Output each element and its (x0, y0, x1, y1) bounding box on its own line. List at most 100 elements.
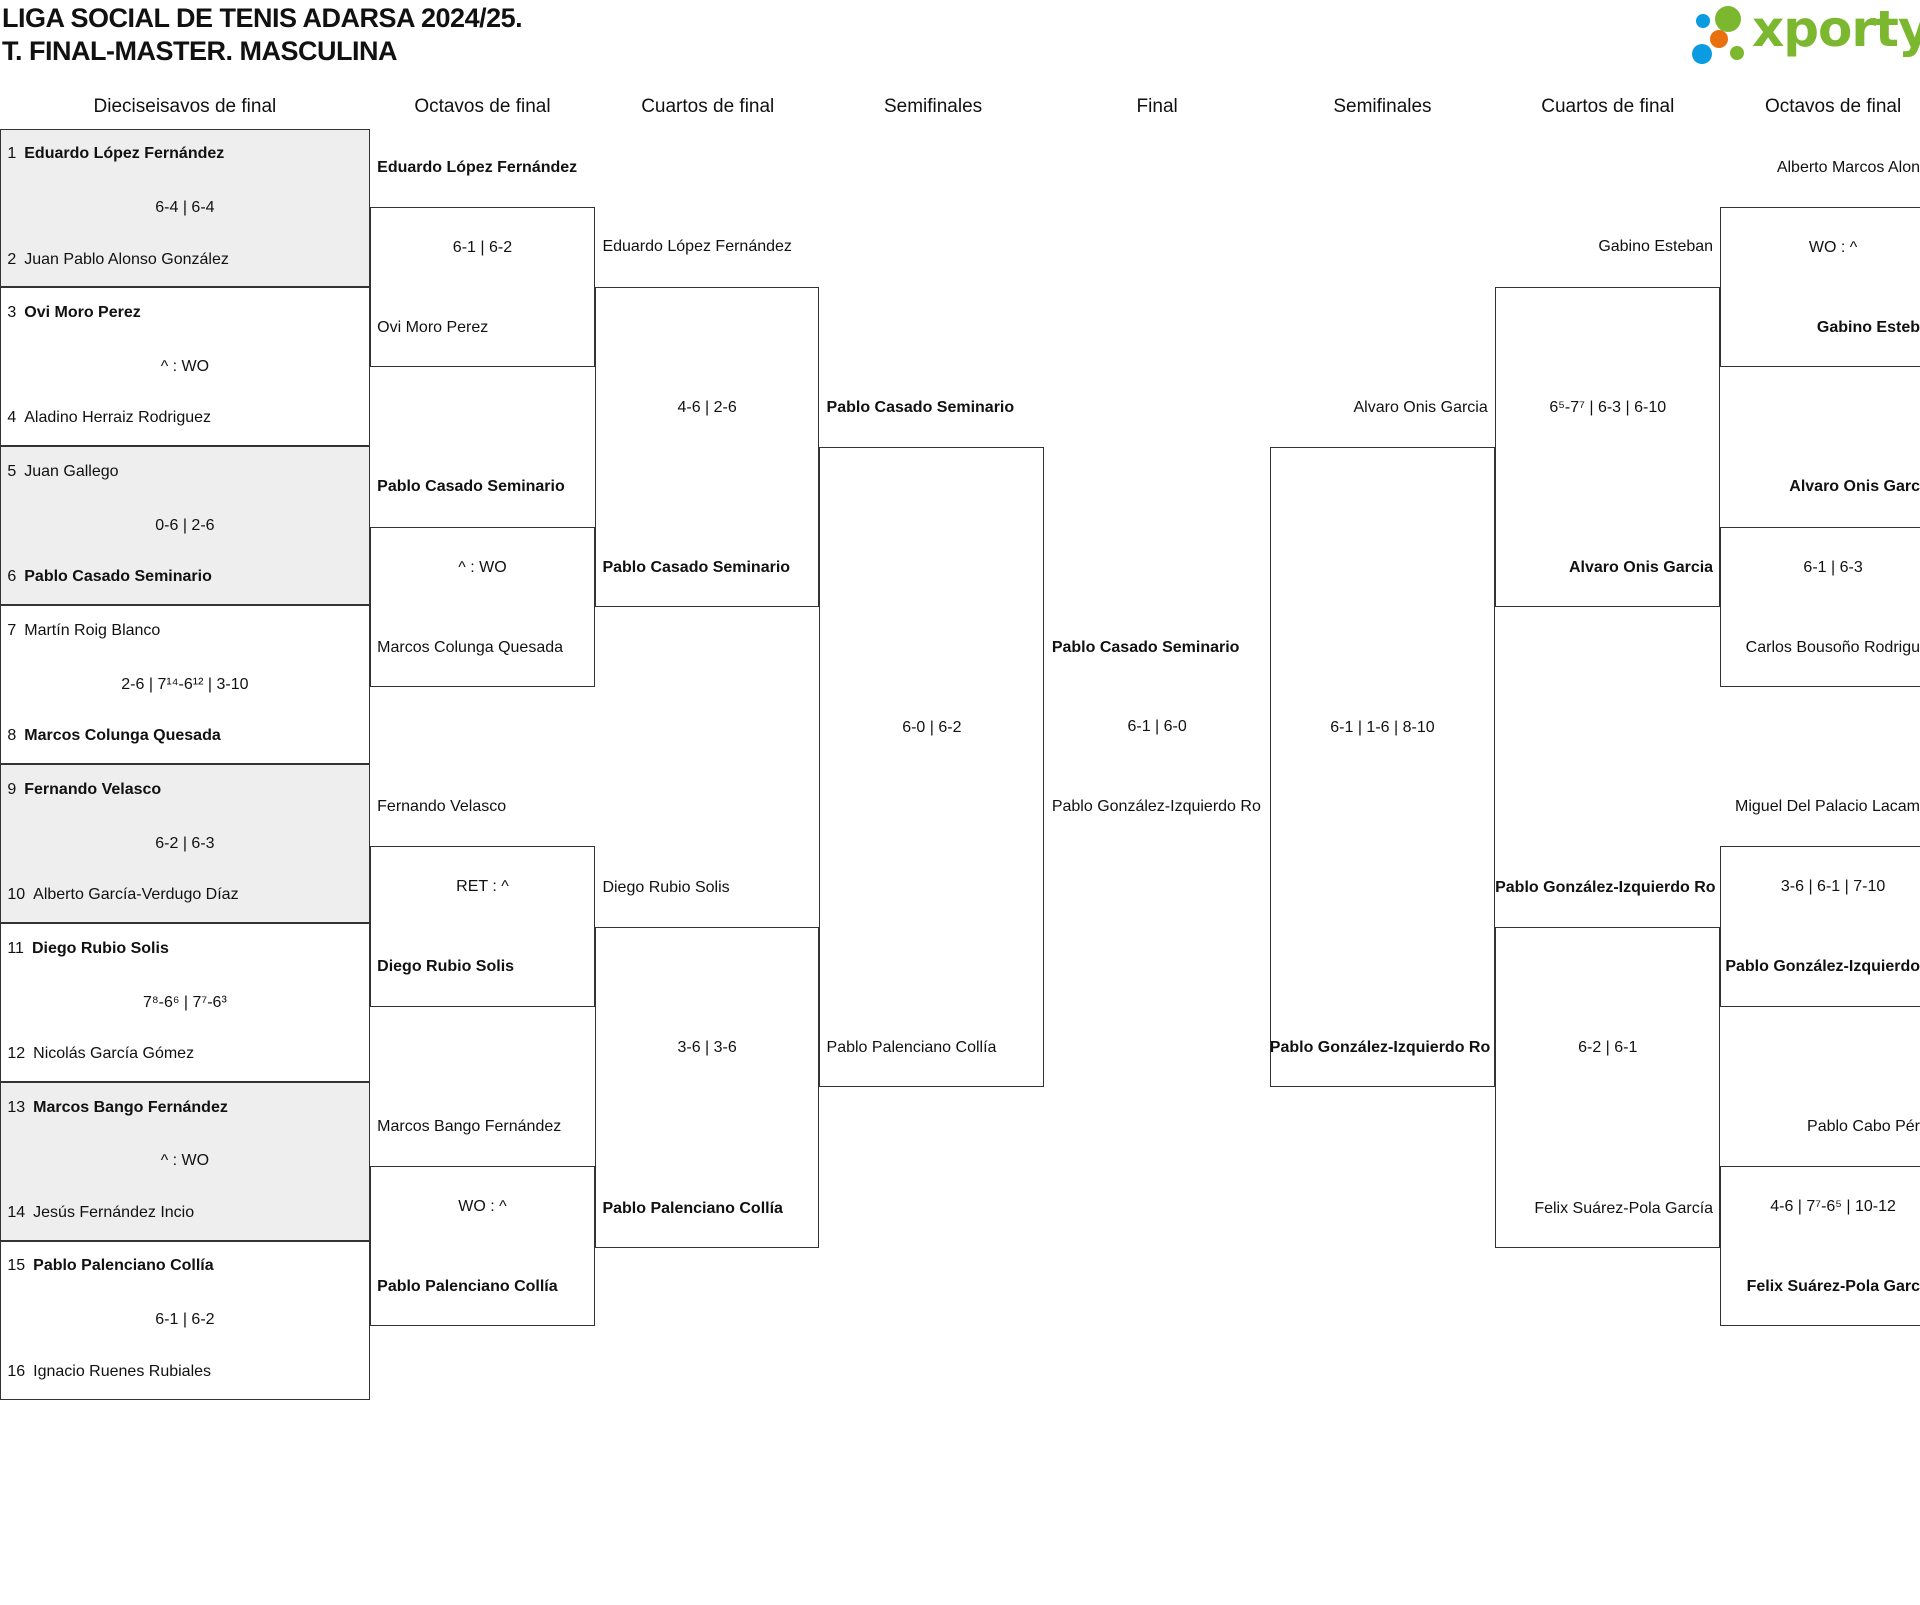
player-name[interactable]: Pablo Palenciano Collía (602, 1199, 783, 1217)
player-name[interactable]: Pablo Cabo Pér (1807, 1117, 1920, 1135)
player-name[interactable]: Marcos Bango Fernández (377, 1117, 562, 1135)
round-header: Semifinales (883, 95, 983, 117)
player-name[interactable]: Pablo González-Izquierdo Ro (1051, 797, 1261, 815)
player-name[interactable]: Pablo González-Izquierdo Ro (1495, 878, 1716, 896)
player-seed: 12 (7, 1044, 26, 1062)
logo-dot-orange (1710, 30, 1728, 48)
player-name: Pablo Casado Seminario (24, 568, 212, 586)
player-name: Marcos Colunga Quesada (24, 727, 221, 745)
player-name[interactable]: Felix Suárez-Pola García (1534, 1199, 1714, 1217)
match-score: 3-6 | 6-1 | 7-10 (1780, 878, 1886, 896)
match-score: 4-6 | 7⁷-6⁵ | 10-12 (1770, 1197, 1896, 1215)
match-connector-box (369, 526, 596, 687)
match-connector-box (1720, 846, 1920, 1007)
player-name[interactable]: Eduardo López Fernández (602, 238, 792, 256)
match-score: 2-6 | 7¹⁴-6¹² | 3-10 (121, 675, 249, 693)
match-block (0, 605, 370, 765)
player-name[interactable]: Marcos Colunga Quesada (377, 638, 564, 656)
match-connector-box (595, 286, 820, 608)
match-connector-box (1720, 206, 1920, 368)
match-score: 6⁵-7⁷ | 6-3 | 6-10 (1549, 398, 1667, 416)
player-seed: 7 (7, 621, 17, 639)
player-name[interactable]: Diego Rubio Solis (377, 958, 515, 976)
player-name[interactable]: Alvaro Onis Garcia (1569, 559, 1714, 577)
player-name[interactable]: Diego Rubio Solis (602, 878, 730, 896)
match-score: WO : ^ (1808, 238, 1858, 256)
player-name[interactable]: Pablo Casado Seminario (826, 398, 1015, 416)
player-name: Ovi Moro Perez (24, 304, 141, 322)
player-name[interactable]: Miguel Del Palacio Lacam (1735, 797, 1920, 815)
player-name[interactable]: Alberto Marcos Alon (1776, 158, 1920, 176)
match-score: 6-1 | 6-2 (452, 238, 513, 256)
player-name[interactable]: Pablo Casado Seminario (1051, 638, 1240, 656)
match-block (0, 1240, 370, 1400)
player-seed: 5 (7, 463, 17, 481)
player-name: Nicolás García Gómez (33, 1044, 195, 1062)
match-score: 6-4 | 6-4 (155, 199, 215, 217)
logo-dot-blue-small (1696, 14, 1710, 28)
match-score: WO : ^ (458, 1197, 507, 1215)
player-row[interactable]: 12 Nicolás García Gómez (7, 1043, 362, 1065)
match-connector-box (369, 206, 596, 368)
player-name: Ignacio Ruenes Rubiales (33, 1362, 212, 1380)
player-name[interactable]: Pablo González-Izquierdo Ro (1269, 1039, 1491, 1057)
player-name[interactable]: Eduardo López Fernández (377, 158, 578, 176)
player-name[interactable]: Felix Suárez-Pola Garc (1746, 1277, 1920, 1295)
match-score: 6-1 | 6-0 (1127, 718, 1187, 736)
player-seed: 14 (7, 1203, 26, 1221)
player-seed: 11 (7, 939, 24, 957)
player-name[interactable]: Ovi Moro Perez (377, 319, 489, 337)
player-seed: 15 (7, 1257, 26, 1275)
player-name[interactable]: Pablo Casado Seminario (602, 559, 791, 577)
player-name[interactable]: Gabino Esteban (1598, 238, 1714, 256)
match-score: ^ : WO (160, 1152, 210, 1170)
logo-dot-green-large (1715, 6, 1741, 32)
match-connector-box (819, 446, 1045, 1088)
xporty-logo[interactable]: xporty (1690, 0, 1920, 68)
match-connector-box (595, 926, 820, 1248)
round-header: Semifinales (1333, 95, 1432, 117)
player-seed: 10 (7, 886, 26, 904)
round-header: Octavos de final (414, 95, 551, 117)
player-name[interactable]: Alvaro Onis Garc (1789, 478, 1920, 496)
player-row[interactable]: 5 Juan Gallego (7, 461, 362, 483)
round-header: Cuartos de final (641, 95, 775, 117)
match-score: 4-6 | 2-6 (677, 398, 737, 416)
tournament-title: LIGA SOCIAL DE TENIS ADARSA 2024/25. (2, 3, 523, 33)
player-name[interactable]: Pablo Palenciano Collía (826, 1039, 997, 1057)
player-name[interactable]: Pablo Palenciano Collía (377, 1277, 558, 1295)
player-name[interactable]: Pablo González-Izquierdo (1725, 958, 1920, 976)
match-score: 0-6 | 2-6 (155, 516, 215, 534)
player-name: Jesús Fernández Incio (33, 1203, 195, 1221)
logo-dot-blue-large (1692, 44, 1712, 64)
player-row[interactable]: 11 Diego Rubio Solis (7, 938, 362, 960)
match-connector-box (1720, 1165, 1920, 1327)
player-name: Diego Rubio Solis (31, 939, 169, 957)
player-seed: 9 (7, 780, 17, 798)
match-connector-box (369, 846, 596, 1007)
player-name[interactable]: Fernando Velasco (377, 797, 507, 815)
player-name[interactable]: Pablo Casado Seminario (377, 478, 565, 496)
match-connector-box (1495, 286, 1721, 608)
match-score: 6-1 | 6-3 (1803, 558, 1863, 576)
player-row[interactable]: 14 Jesús Fernández Incio (7, 1202, 362, 1224)
match-score: 7⁸-6⁶ | 7⁷-6³ (143, 993, 227, 1011)
player-name[interactable]: Alvaro Onis Garcia (1353, 398, 1488, 416)
player-name[interactable]: Carlos Bousoño Rodrigu (1745, 638, 1920, 656)
player-name: Juan Gallego (24, 463, 119, 481)
player-name[interactable]: Gabino Esteb (1816, 319, 1920, 337)
match-score: 6-1 | 1-6 | 8-10 (1330, 718, 1435, 736)
match-score: 6-0 | 6-2 (902, 718, 962, 736)
